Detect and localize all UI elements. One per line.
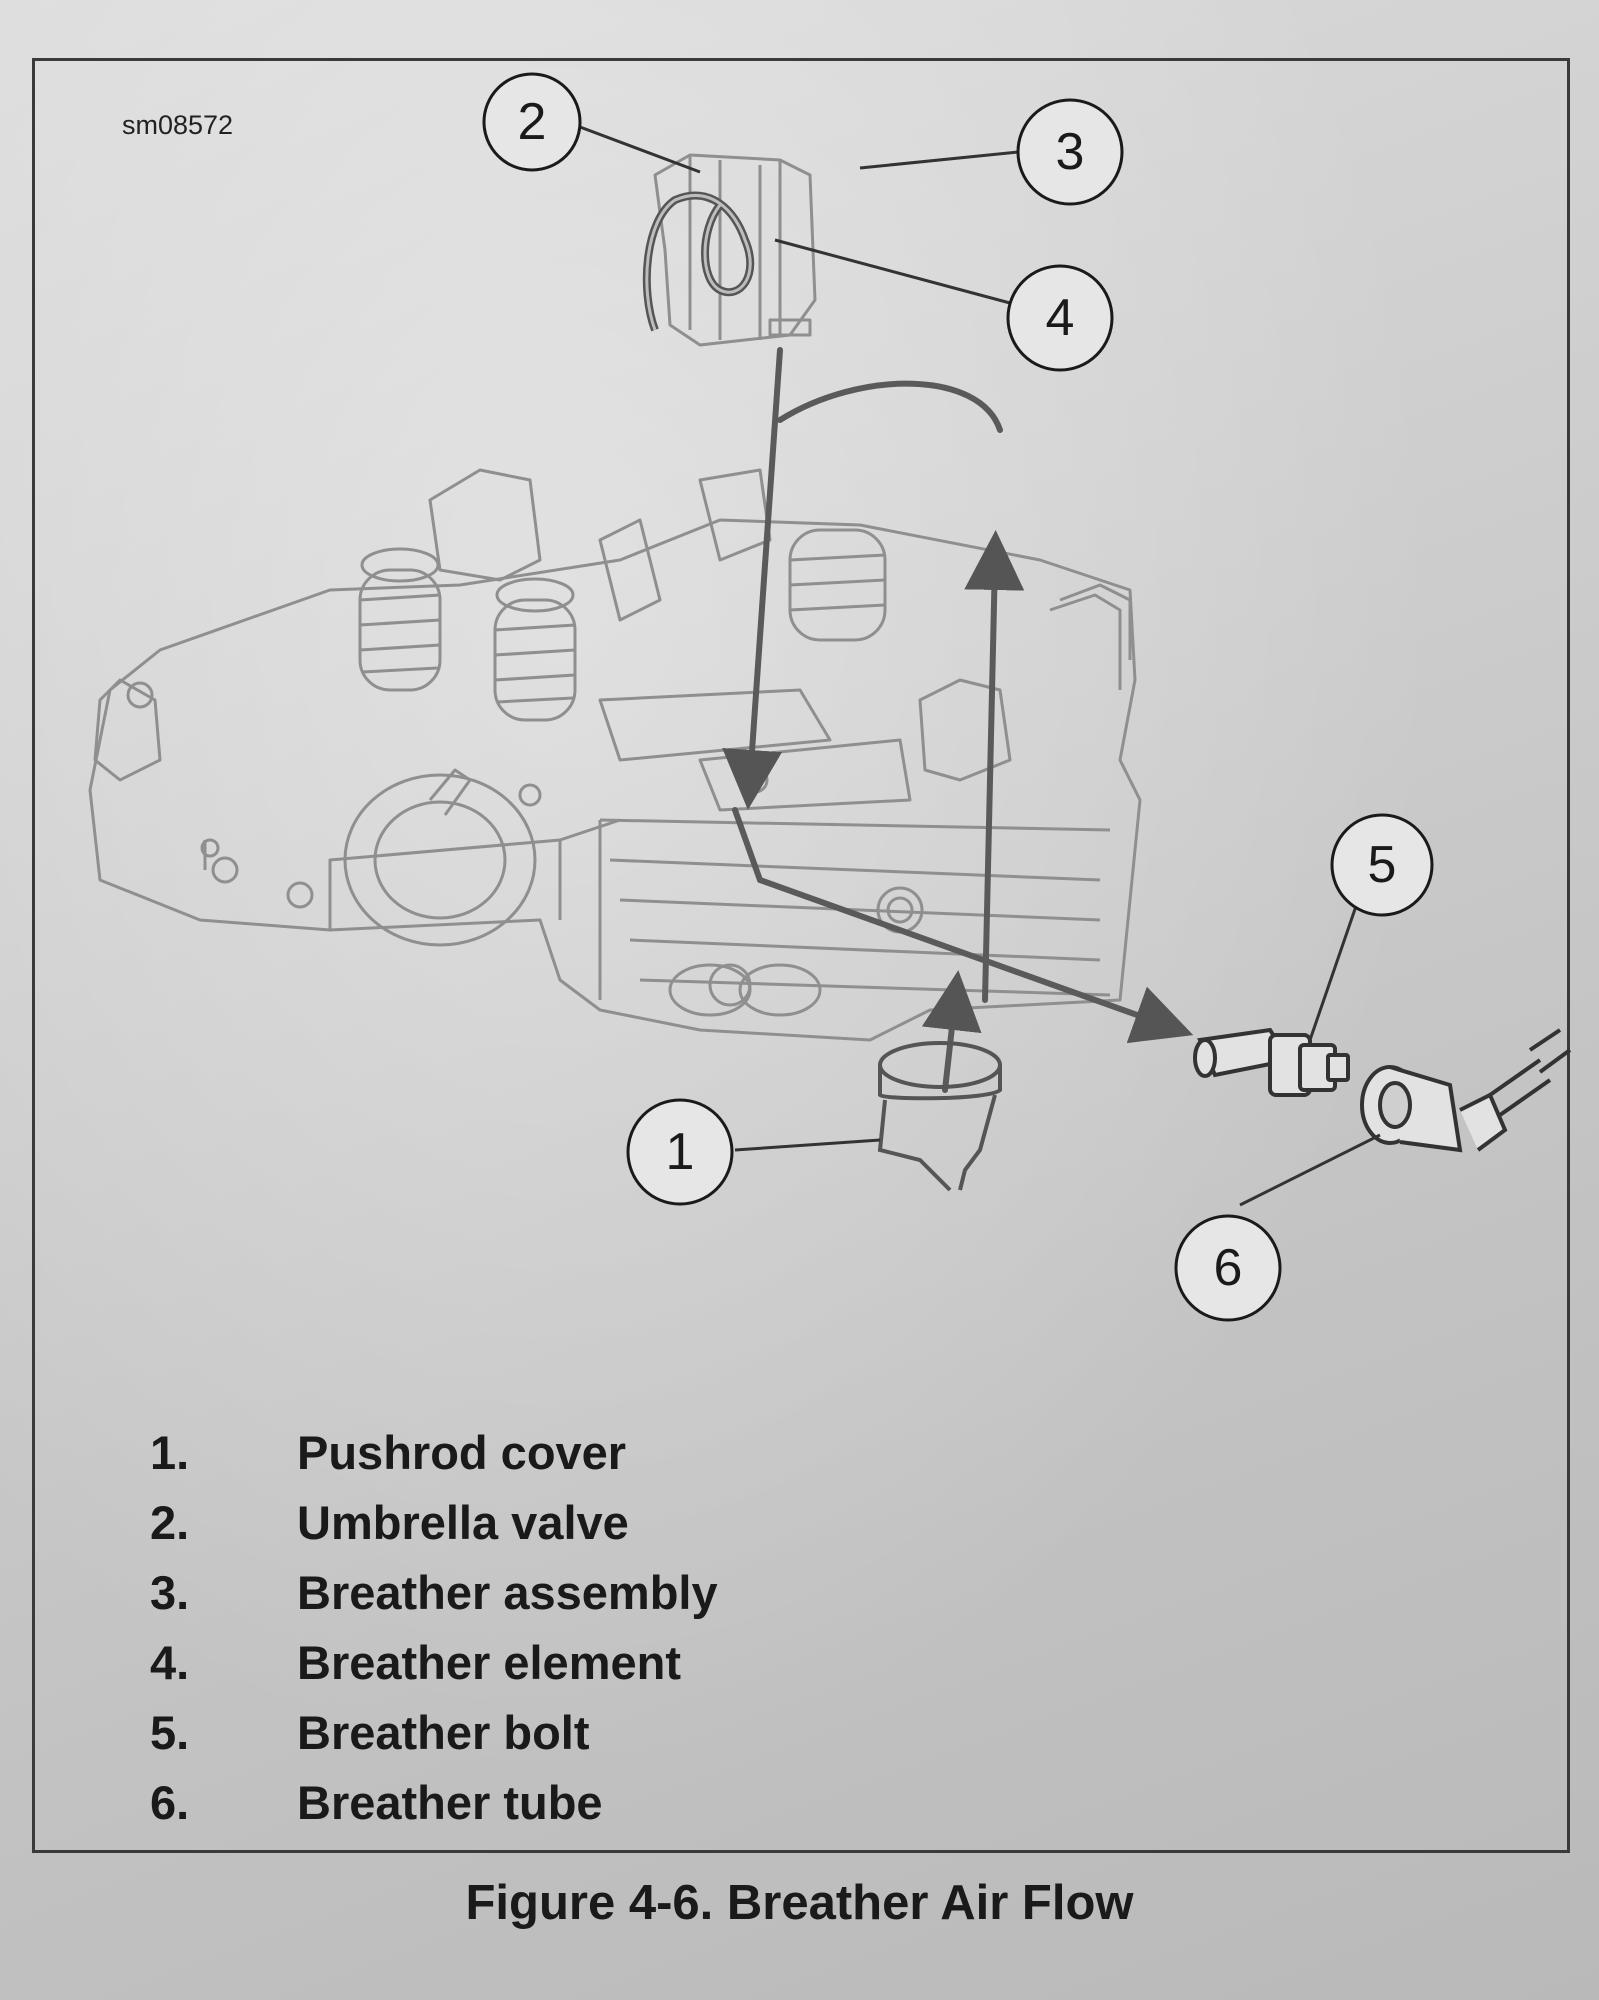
callout-6: 6 [1174, 1214, 1282, 1322]
svg-text:2: 2 [518, 93, 547, 151]
svg-text:5: 5 [1368, 836, 1397, 894]
leader-lines [579, 125, 1381, 1207]
callout-3: 3 [1016, 98, 1124, 206]
figure-id: sm08572 [122, 110, 234, 140]
legend-number: 3. [150, 1566, 190, 1619]
pushrod-cover-drawing [877, 1041, 1002, 1192]
legend-label: Breather bolt [297, 1706, 590, 1759]
callout-5: 5 [1330, 813, 1434, 917]
breather-bolt-drawing [1193, 1027, 1350, 1097]
svg-text:3: 3 [1056, 123, 1085, 181]
figure-caption: Figure 4-6. Breather Air Flow [465, 1876, 1134, 1930]
callout-1: 1 [626, 1098, 734, 1206]
callout-2: 2 [482, 72, 582, 172]
umbrella-valve-tube-inner [645, 194, 752, 331]
legend-label: Breather element [297, 1636, 681, 1689]
callout-4: 4 [1006, 264, 1114, 372]
breather-assembly-drawing [653, 153, 817, 347]
legend-number: 6. [150, 1776, 190, 1829]
legend-number: 5. [150, 1706, 190, 1759]
legend-number: 2. [150, 1496, 190, 1549]
breather-tube-drawing [1360, 1028, 1572, 1153]
legend-label: Pushrod cover [297, 1426, 627, 1479]
svg-text:4: 4 [1046, 289, 1075, 347]
air-flow-lines [722, 347, 1194, 1093]
legend-label: Breather assembly [297, 1566, 718, 1619]
legend-label: Breather tube [297, 1776, 603, 1829]
svg-text:6: 6 [1214, 1239, 1243, 1297]
legend-label: Umbrella valve [297, 1496, 629, 1549]
legend-number: 1. [150, 1426, 190, 1479]
cylinder-head-drawing [88, 468, 1142, 1042]
legend-number: 4. [150, 1636, 190, 1689]
figure-frame [32, 58, 1570, 1853]
svg-text:1: 1 [666, 1123, 695, 1181]
